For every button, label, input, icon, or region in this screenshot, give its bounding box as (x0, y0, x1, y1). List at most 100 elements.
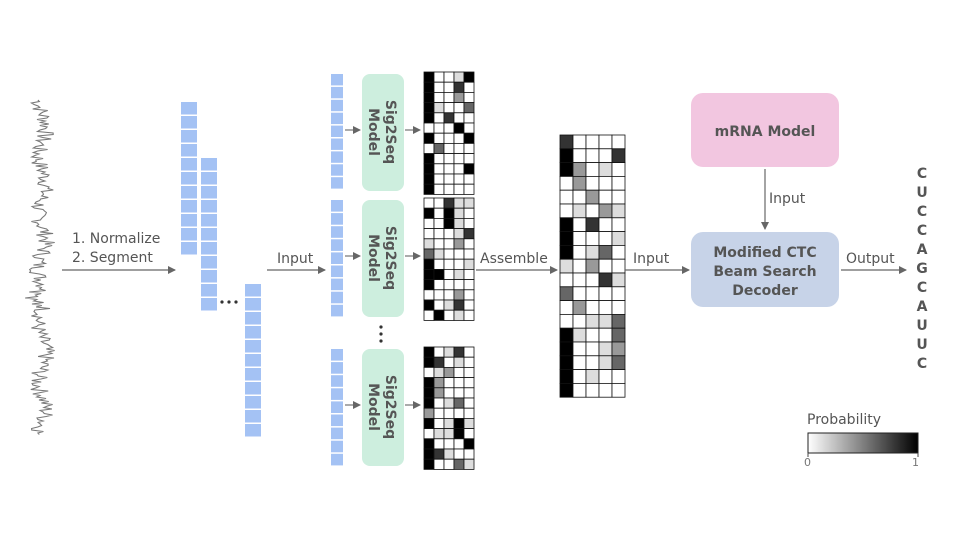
matrix-cell (611, 286, 626, 301)
segment-label: 2. Segment (72, 250, 153, 266)
matrix-cell (443, 377, 455, 389)
matrix-cell (463, 112, 475, 124)
matrix-cell (453, 132, 465, 144)
matrix-cell (433, 279, 445, 291)
segment-cell (181, 186, 197, 199)
matrix-cell (443, 428, 455, 440)
matrix-cell (463, 153, 475, 165)
matrix-cell (423, 448, 435, 460)
matrix-cell (572, 189, 587, 205)
segment-cell (245, 354, 261, 367)
segment-cell (245, 284, 261, 297)
matrix-cell (463, 71, 475, 83)
matrix-cell (453, 102, 465, 114)
matrix-cell (611, 148, 626, 164)
output-base: C (917, 166, 927, 182)
matrix-cell (585, 355, 600, 370)
matrix-cell (453, 248, 465, 260)
output-base: C (917, 223, 927, 239)
matrix-cell (423, 132, 435, 144)
matrix-cell (423, 142, 435, 154)
matrix-cell (598, 244, 613, 260)
decoder-label-line1: Modified CTC (713, 245, 816, 261)
matrix-cell (423, 122, 435, 134)
matrix-cell (423, 197, 435, 209)
matrix-cell (463, 397, 475, 409)
sig2seq-label: Sig2SeqModel (365, 375, 398, 439)
matrix-cell (433, 448, 445, 460)
matrix-cell (423, 387, 435, 399)
mrna-model-label: mRNA Model (715, 124, 816, 140)
matrix-cell (443, 417, 455, 429)
matrix-cell (443, 197, 455, 209)
output-base: C (917, 356, 927, 372)
matrix-cell (433, 173, 445, 185)
matrix-cell (433, 458, 445, 470)
matrix-cell (559, 327, 574, 343)
matrix-cell (611, 382, 626, 398)
segment-cell (245, 368, 261, 381)
prob-matrix-3 (423, 346, 475, 470)
matrix-cell (443, 366, 455, 378)
segment-cell (201, 200, 217, 213)
matrix-cell (433, 163, 445, 175)
segment-cell (181, 116, 197, 129)
matrix-cell (463, 197, 475, 209)
matrix-cell (463, 417, 475, 429)
matrix-cell (559, 258, 574, 274)
input-chunks (331, 74, 343, 466)
matrix-cell (453, 112, 465, 124)
ellipsis-icon (379, 325, 383, 343)
segment-cell (331, 401, 343, 413)
matrix-cell (453, 207, 465, 219)
matrix-cell (463, 102, 475, 114)
matrix-cell (423, 183, 435, 195)
matrix-cell (572, 175, 587, 191)
matrix-cell (572, 341, 587, 357)
matrix-cell (443, 258, 455, 270)
matrix-cell (611, 203, 626, 219)
matrix-cell (463, 387, 475, 399)
matrix-cell (433, 377, 445, 389)
matrix-cell (443, 112, 455, 124)
matrix-cell (443, 102, 455, 114)
matrix-cell (423, 102, 435, 114)
output-base: C (917, 204, 927, 220)
matrix-cell (423, 438, 435, 450)
matrix-cell (433, 407, 445, 419)
segment-cell (245, 396, 261, 409)
matrix-cell (463, 377, 475, 389)
matrix-cell (463, 458, 475, 470)
matrix-cell (611, 272, 626, 288)
matrix-cell (453, 458, 465, 470)
matrix-cell (423, 258, 435, 270)
segment-cell (331, 239, 343, 251)
matrix-cell (585, 231, 600, 246)
matrix-cell (423, 228, 435, 240)
matrix-cell (559, 162, 574, 177)
segment-cell (181, 102, 197, 115)
matrix-cell (433, 309, 445, 321)
segment-cell (331, 226, 343, 238)
matrix-cell (443, 299, 455, 311)
sig2seq-box (362, 349, 404, 466)
matrix-cell (611, 134, 626, 150)
matrix-cell (585, 286, 600, 301)
matrix-cell (598, 313, 613, 329)
matrix-cell (463, 248, 475, 260)
matrix-cell (572, 244, 587, 260)
matrix-cell (443, 92, 455, 104)
matrix-cell (423, 92, 435, 104)
matrix-cell (463, 228, 475, 240)
matrix-cell (611, 327, 626, 343)
legend-title: Probability (807, 412, 881, 428)
matrix-cell (559, 382, 574, 398)
matrix-cell (463, 448, 475, 460)
matrix-cell (453, 228, 465, 240)
matrix-cell (453, 356, 465, 368)
matrix-cell (433, 142, 445, 154)
assembled-prob-matrix (559, 134, 626, 398)
matrix-cell (423, 407, 435, 419)
matrix-cell (585, 134, 600, 150)
